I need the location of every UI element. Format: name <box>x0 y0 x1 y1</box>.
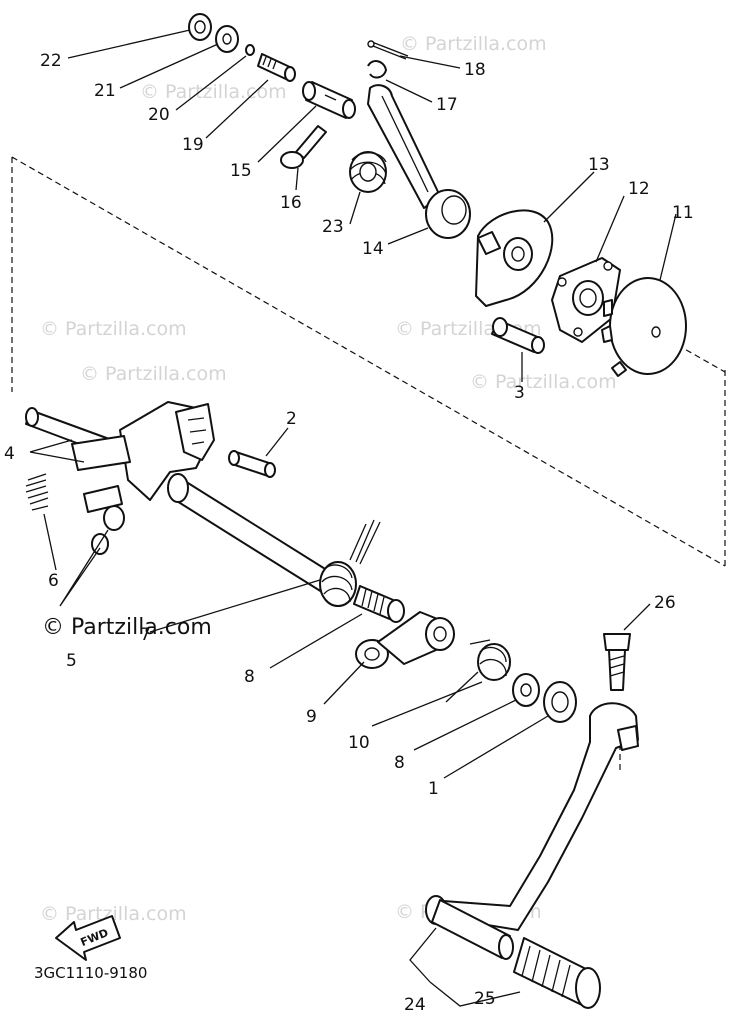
cotter-pin-part-18 <box>367 40 409 60</box>
bolt-part-26 <box>603 633 631 691</box>
clip-part-17 <box>367 60 387 79</box>
plate-part-12 <box>551 257 621 343</box>
callout-labels: 22 21 20 19 15 16 18 17 23 14 13 12 11 3… <box>4 51 694 1015</box>
pedal-rubber-part-25 <box>513 937 601 1009</box>
roller-part-5 <box>83 485 125 555</box>
callout-10: 10 <box>348 733 370 753</box>
watermark: © Partzilla.com <box>400 33 547 55</box>
pin-part-2 <box>228 450 276 478</box>
shift-lever-body <box>71 401 215 501</box>
spring-part-23 <box>349 151 387 193</box>
watermark: © Partzilla.com <box>80 363 227 385</box>
callout-1: 1 <box>428 779 439 799</box>
callout-5: 5 <box>66 651 77 671</box>
shift-pedal-part-24 <box>425 702 639 960</box>
callout-17: 17 <box>436 95 458 115</box>
leader-lines <box>29 29 677 1007</box>
callout-21: 21 <box>94 81 116 101</box>
callout-3: 3 <box>514 383 525 403</box>
callout-12: 12 <box>628 179 650 199</box>
callout-9: 9 <box>306 707 317 727</box>
callout-24: 24 <box>404 995 426 1015</box>
callout-26: 26 <box>654 593 676 613</box>
callout-8: 8 <box>244 667 255 687</box>
bolt-part-3 <box>491 317 545 354</box>
bolt-part-19 <box>257 53 296 82</box>
spring-part-6 <box>25 473 49 511</box>
part-code: 3GC1110-9180 <box>34 964 147 982</box>
watermark: © Partzilla.com <box>470 371 617 393</box>
callout-20: 20 <box>148 105 170 125</box>
washer-part-8 <box>512 673 540 707</box>
shift-arm-part-14 <box>367 84 471 239</box>
callout-11: 11 <box>672 203 694 223</box>
callout-19: 19 <box>182 135 204 155</box>
callout-4: 4 <box>4 444 15 464</box>
callout-6: 6 <box>48 571 59 591</box>
stopper-lever-part-13 <box>475 209 554 307</box>
bushing-part-1 <box>543 681 577 723</box>
callout-15: 15 <box>230 161 252 181</box>
nut-part-22 <box>188 13 212 41</box>
watermark: © Partzilla.com <box>140 81 287 103</box>
callout-18: 18 <box>464 60 486 80</box>
callout-7: 7 <box>140 625 151 645</box>
watermark: © Partzilla.com <box>40 318 187 340</box>
pin-part-16 <box>280 125 327 169</box>
joint-part-15 <box>302 81 356 119</box>
spring-part-10 <box>445 639 511 703</box>
callout-25: 25 <box>474 989 496 1009</box>
shift-shaft-part-7 <box>25 407 405 623</box>
callout-14: 14 <box>362 239 384 259</box>
washer-part-21 <box>215 25 239 53</box>
callout-2: 2 <box>286 409 297 429</box>
callout-13: 13 <box>588 155 610 175</box>
watermark-main: © Partzilla.com <box>42 615 212 640</box>
o-ring-part-20 <box>245 44 255 56</box>
callout-8b: 8 <box>394 753 405 773</box>
arm-part-9 <box>355 611 455 669</box>
cam-part-11 <box>601 277 687 377</box>
callout-23: 23 <box>322 217 344 237</box>
watermark: © Partzilla.com <box>40 903 187 925</box>
assembly-frame <box>11 156 726 567</box>
callout-22: 22 <box>40 51 62 71</box>
fwd-arrow-icon: FWD <box>55 915 121 961</box>
callout-16: 16 <box>280 193 302 213</box>
